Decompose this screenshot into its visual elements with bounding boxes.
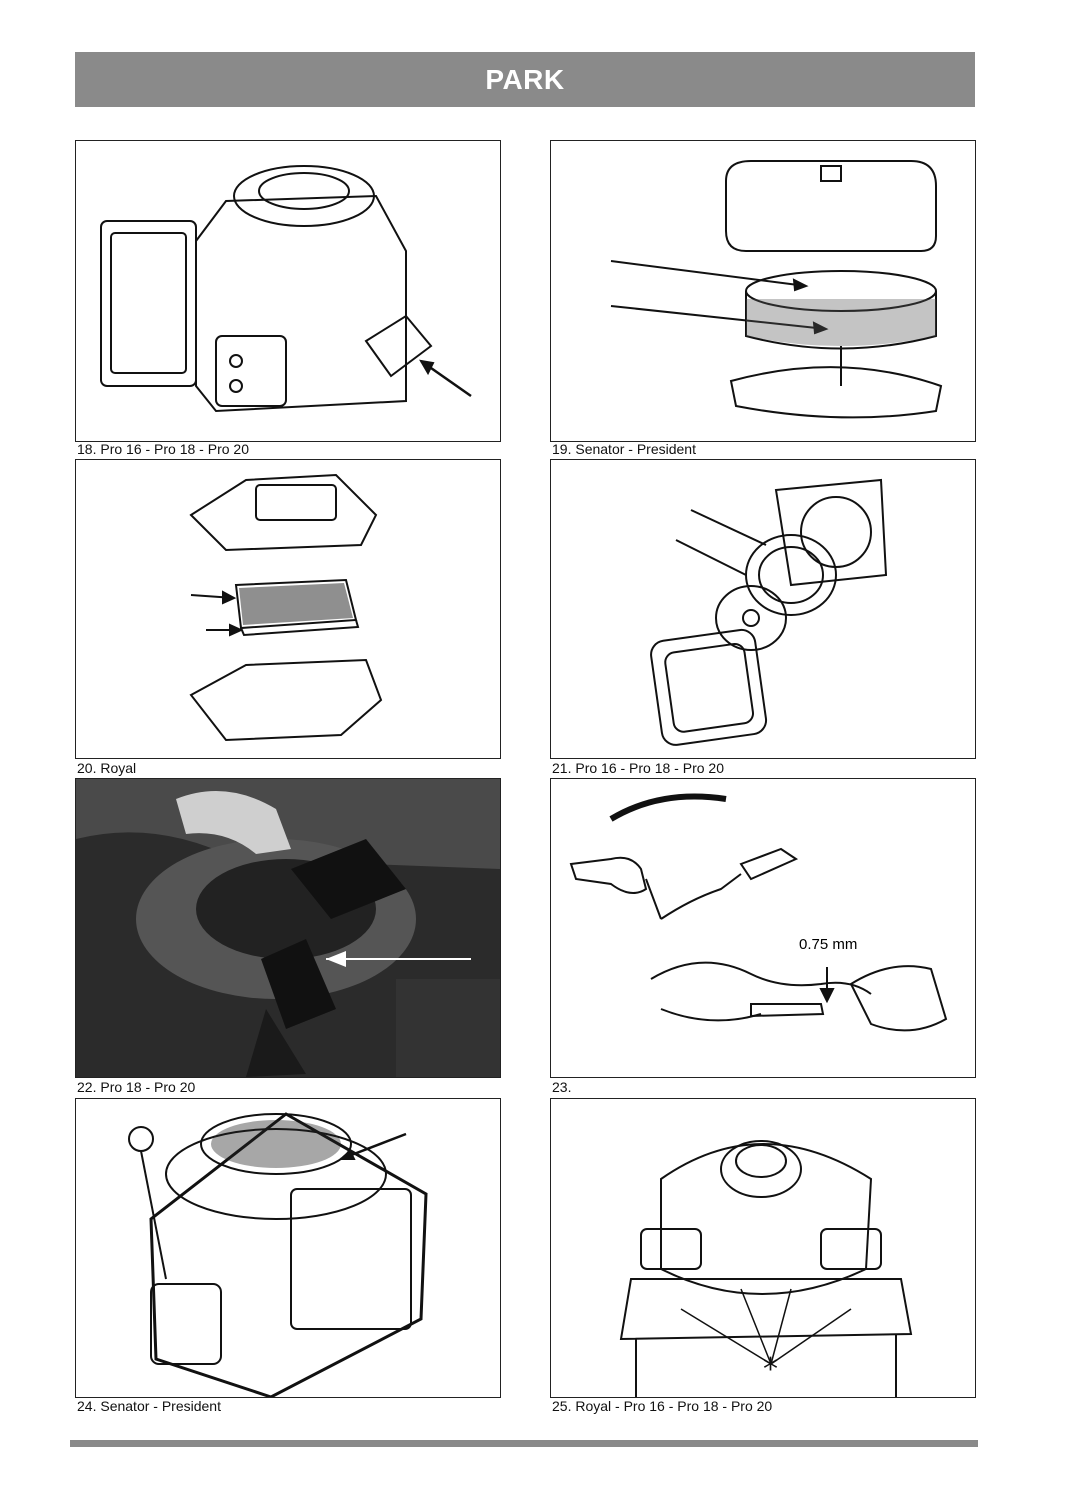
gap-measurement-label: 0.75 mm [799, 936, 857, 953]
engine-air-intake-illustration [100, 165, 472, 413]
figure-25-panel: * [550, 1098, 976, 1398]
round-air-filter-illustration [650, 478, 888, 746]
engine-flywheel-illustration: * [619, 1140, 913, 1397]
air-filter-exploded-illustration [610, 160, 943, 419]
figure-24-panel [75, 1098, 501, 1398]
figure-19-panel [550, 140, 976, 442]
figure-20-caption: 20. Royal [77, 760, 137, 776]
asterisk-icon: * [763, 1352, 778, 1387]
figure-20-panel [75, 459, 501, 759]
figure-23-caption: 23. [552, 1079, 572, 1095]
page-title: PARK [485, 63, 565, 95]
figure-21-panel [550, 459, 976, 759]
figure-18-panel [75, 140, 501, 442]
figure-21-caption: 21. Pro 16 - Pro 18 - Pro 20 [552, 760, 724, 776]
air-filter-cartridge-illustration [189, 473, 383, 742]
footer-bar [70, 1440, 978, 1447]
figure-19-caption: 19. Senator - President [552, 441, 696, 457]
spark-plug-gap-illustration: 0.75 mm [569, 793, 948, 1032]
figure-18-caption: 18. Pro 16 - Pro 18 - Pro 20 [77, 441, 249, 457]
engine-photo [76, 779, 500, 1077]
header-bar: PARK [75, 52, 975, 107]
figure-25-caption: 25. Royal - Pro 16 - Pro 18 - Pro 20 [552, 1398, 773, 1414]
engine-cooling-fins-illustration [128, 1112, 428, 1397]
figure-22-panel [75, 778, 501, 1078]
figure-22-caption: 22. Pro 18 - Pro 20 [77, 1079, 196, 1095]
figure-24-caption: 24. Senator - President [77, 1398, 221, 1414]
figure-23-panel: 0.75 mm [550, 778, 976, 1078]
